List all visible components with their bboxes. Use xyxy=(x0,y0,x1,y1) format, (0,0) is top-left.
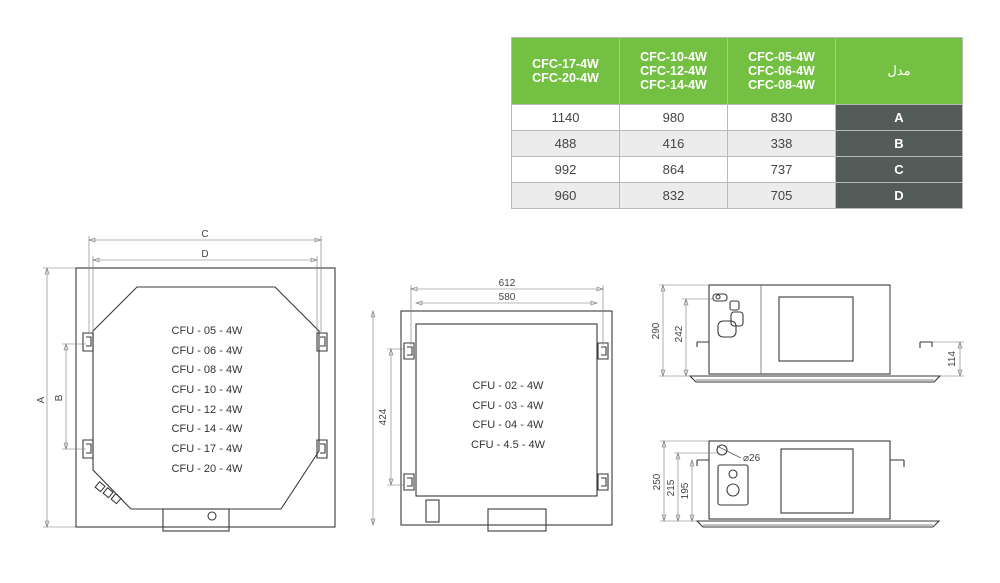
panel-outline xyxy=(75,267,336,528)
table-cell: 737 xyxy=(727,156,836,183)
hanger xyxy=(696,341,709,347)
table-cell: 1140 xyxy=(511,104,620,131)
drain-box xyxy=(487,508,547,532)
inspection-window xyxy=(778,296,854,362)
model-label: CFU - 02 - 4W xyxy=(473,380,545,392)
row-label: A xyxy=(835,104,963,131)
model-label: CFU - 14 - 4W xyxy=(172,423,244,435)
dim-290-label: 290 xyxy=(651,322,662,339)
hanger xyxy=(919,341,933,348)
hanger-bracket xyxy=(316,332,328,352)
table-cell: 992 xyxy=(511,156,620,183)
panel-edge xyxy=(688,375,942,383)
pipe-fitting xyxy=(712,293,744,338)
table-cell: 705 xyxy=(727,182,836,209)
table-row: 1140 980 830 A xyxy=(511,104,963,131)
model-label: CFU - 17 - 4W xyxy=(172,443,244,455)
row-label: B xyxy=(835,130,963,157)
control-box xyxy=(716,444,749,506)
model-label: CFU - 4.5 - 4W xyxy=(471,439,546,451)
drain-box xyxy=(162,508,230,532)
table-cell: 864 xyxy=(619,156,728,183)
hanger-bracket xyxy=(597,473,609,491)
panel-edge xyxy=(695,520,941,528)
model-label: CFU - 20 - 4W xyxy=(172,463,244,475)
table-cell: 832 xyxy=(619,182,728,209)
dim-424-label: 424 xyxy=(378,408,389,425)
pipe-diameter-label: ⌀26 xyxy=(743,453,761,464)
small-unit-side-view: ⌀26 250 215 195 xyxy=(652,440,941,528)
dim-d-label: D xyxy=(201,249,208,260)
hanger xyxy=(890,459,905,467)
table-cell: 960 xyxy=(511,182,620,209)
model-label: CFU - 12 - 4W xyxy=(172,404,244,416)
header-model: مدل xyxy=(835,37,963,105)
inspection-window xyxy=(780,448,854,514)
dim-215-label: 215 xyxy=(666,479,677,496)
dim-b-label: B xyxy=(54,394,65,401)
table-cell: 338 xyxy=(727,130,836,157)
drain-outlet xyxy=(207,511,217,521)
table-row: 992 864 737 C xyxy=(511,156,963,183)
hanger-bracket xyxy=(82,332,94,352)
dim-612-label: 612 xyxy=(499,278,516,289)
table-cell: 830 xyxy=(727,104,836,131)
header-cfc-17-20: CFC-17-4W CFC-20-4W xyxy=(511,37,620,105)
model-label: CFU - 10 - 4W xyxy=(172,384,244,396)
dim-580-label: 580 xyxy=(499,292,516,303)
table-row: 960 832 705 D xyxy=(511,182,963,209)
dim-114-label: 114 xyxy=(947,351,958,367)
dim-a-label: A xyxy=(36,396,47,403)
large-unit-side-view: 290 242 114 xyxy=(651,284,964,383)
terminal-block xyxy=(94,480,122,505)
model-label: CFU - 04 - 4W xyxy=(473,419,545,431)
dim-195-label: 195 xyxy=(680,482,691,499)
model-label: CFU - 06 - 4W xyxy=(172,345,244,357)
hanger-bracket xyxy=(597,342,609,360)
table-cell: 488 xyxy=(511,130,620,157)
dim-c-label: C xyxy=(201,229,208,240)
model-label: CFU - 05 - 4W xyxy=(172,325,244,337)
model-label: CFU - 08 - 4W xyxy=(172,364,244,376)
hanger-bracket xyxy=(403,342,415,360)
unit-body-octagon xyxy=(92,286,320,510)
dim-250-label: 250 xyxy=(652,473,663,490)
dimensions-table: CFC-17-4W CFC-20-4W CFC-10-4W CFC-12-4W … xyxy=(511,37,963,209)
hanger-bracket xyxy=(403,473,415,491)
small-unit-top-view: 612 580 424 CFU - 02 - 4W CFU - 03 - 4W … xyxy=(370,278,613,532)
row-label: C xyxy=(835,156,963,183)
row-label: D xyxy=(835,182,963,209)
header-cfc-10-12-14: CFC-10-4W CFC-12-4W CFC-14-4W xyxy=(619,37,728,105)
table-cell: 980 xyxy=(619,104,728,131)
unit-side-body xyxy=(708,440,891,520)
header-cfc-05-06-08: CFC-05-4W CFC-06-4W CFC-08-4W xyxy=(727,37,836,105)
hanger-bracket xyxy=(316,439,328,459)
hanger xyxy=(696,459,709,466)
terminal-block xyxy=(425,499,440,523)
large-unit-top-view: C D A B CFU - 05 - 4W CFU - 06 - 4W CFU … xyxy=(36,229,336,532)
table-header-row: CFC-17-4W CFC-20-4W CFC-10-4W CFC-12-4W … xyxy=(511,37,963,105)
model-label: CFU - 03 - 4W xyxy=(473,400,545,412)
dim-242-label: 242 xyxy=(674,325,685,342)
hanger-bracket xyxy=(82,439,94,459)
panel-outline xyxy=(400,310,613,526)
unit-body xyxy=(415,323,598,497)
table-row: 488 416 338 B xyxy=(511,130,963,157)
